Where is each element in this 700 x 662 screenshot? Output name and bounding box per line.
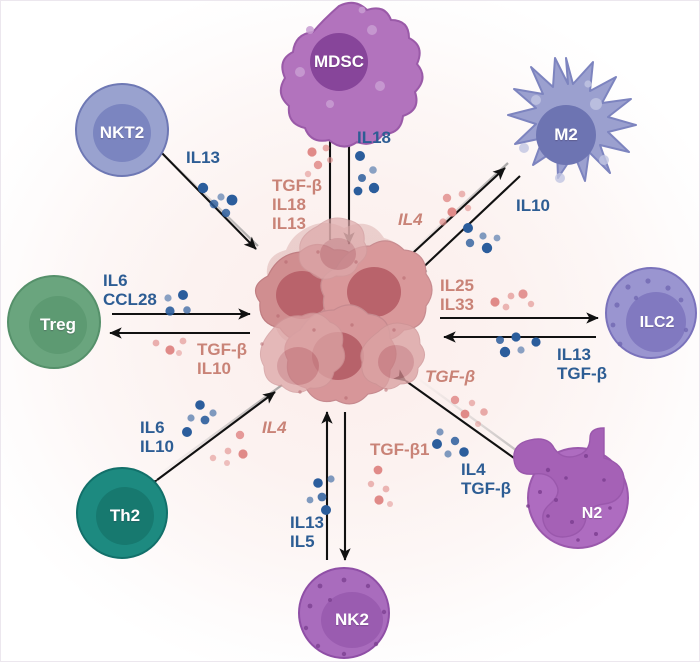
cytokine-label-m2-in: IL4 bbox=[398, 210, 423, 229]
cell-label-mdsc: MDSC bbox=[313, 52, 365, 71]
arrow-th2-tumor bbox=[144, 384, 283, 492]
particles-n2-pink bbox=[450, 395, 488, 427]
particles-th2-pink bbox=[209, 430, 248, 466]
cell-mdsc[interactable] bbox=[279, 1, 424, 148]
cytokine-label-th2-in: IL4 bbox=[262, 418, 287, 437]
particles-mdsc-blue bbox=[353, 151, 380, 196]
cell-label-ilc2: ILC2 bbox=[639, 314, 675, 331]
particles-m2-blue bbox=[463, 223, 501, 254]
cell-label-nkt2: NKT2 bbox=[99, 123, 145, 142]
particles-n2-blue bbox=[432, 428, 469, 458]
cytokine-label-m2-out: IL10 bbox=[516, 196, 551, 215]
cytokine-label-nkt2-out: IL13 bbox=[186, 148, 221, 167]
tumor-cell bbox=[298, 217, 368, 280]
cell-n2[interactable] bbox=[513, 427, 629, 549]
cytokine-label-n2-in2: TGF-β1 bbox=[370, 440, 430, 459]
particles-nk2-blue bbox=[306, 475, 335, 515]
cell-label-th2: Th2 bbox=[109, 506, 141, 525]
tumor-cell-cluster[interactable] bbox=[254, 217, 433, 405]
cytokine-label-n2-in: TGF-β bbox=[425, 367, 476, 386]
cell-ilc2[interactable] bbox=[605, 267, 697, 359]
particles-ilc2-pink bbox=[490, 289, 535, 311]
particles-mdsc-pink bbox=[304, 144, 333, 178]
cell-nk2[interactable] bbox=[298, 567, 390, 659]
particles-treg-pink bbox=[152, 337, 187, 356]
cell-label-n2: N2 bbox=[581, 505, 603, 522]
arrow-nkt2-to-tumor bbox=[151, 142, 259, 250]
cell-label-treg: Treg bbox=[40, 315, 76, 334]
tumor-cell bbox=[360, 322, 425, 390]
arrow-treg-to-tumor bbox=[108, 308, 251, 320]
cell-m2[interactable] bbox=[507, 57, 637, 183]
cytokine-label-mdsc-out: IL18 bbox=[357, 128, 392, 147]
particles-m2-pink bbox=[439, 190, 472, 226]
cell-label-m2: M2 bbox=[554, 125, 578, 144]
tumor-cell bbox=[259, 312, 346, 393]
cell-th2[interactable] bbox=[76, 467, 168, 559]
cell-treg[interactable] bbox=[7, 275, 101, 369]
particles-treg-blue bbox=[164, 290, 191, 316]
arrow-tumor-to-nk2 bbox=[339, 410, 351, 561]
cell-nkt2[interactable] bbox=[75, 83, 169, 177]
particles-nkt2-blue bbox=[197, 182, 238, 218]
particles-nk2-pink bbox=[367, 465, 393, 507]
particles-th2-blue bbox=[182, 400, 217, 437]
particles-ilc2-blue bbox=[496, 332, 541, 358]
cell-label-nk2: NK2 bbox=[334, 610, 370, 629]
